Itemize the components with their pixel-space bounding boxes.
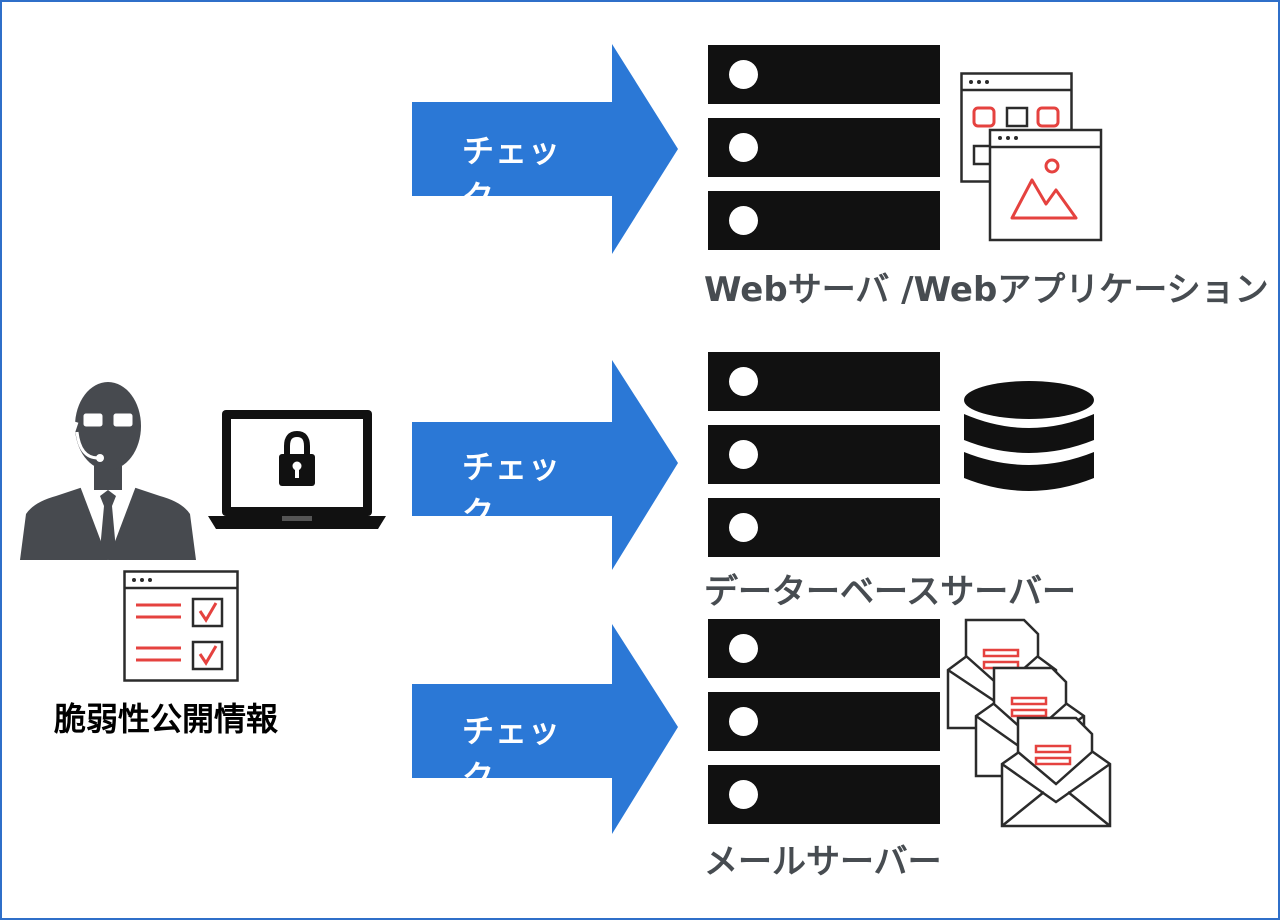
check-arrow-2: チェック (412, 360, 682, 570)
arrow-label: チェック (462, 712, 562, 796)
target-caption-database: データーベースサーバー (704, 572, 1076, 612)
envelopes-icon (946, 616, 1114, 830)
server-rack-icon-web (708, 45, 940, 250)
check-arrow-3: チェック (412, 624, 682, 834)
laptop-lock-icon (208, 410, 386, 532)
check-arrow-1: チェック (412, 44, 682, 254)
arrow-label: チェック (462, 132, 562, 216)
actor-caption: 脆弱性公開情報 (54, 700, 279, 738)
server-rack-icon-mail (708, 619, 940, 824)
web-application-windows-icon (960, 72, 1105, 244)
arrow-label: チェック (462, 448, 562, 532)
target-caption-mail: メールサーバー (704, 842, 942, 882)
database-icon (962, 380, 1096, 498)
operator-person-icon (20, 374, 196, 560)
server-rack-icon-database (708, 352, 940, 557)
checklist-window-icon (123, 570, 239, 682)
target-caption-web: Webサーバ /Webアプリケーション (704, 270, 1269, 310)
